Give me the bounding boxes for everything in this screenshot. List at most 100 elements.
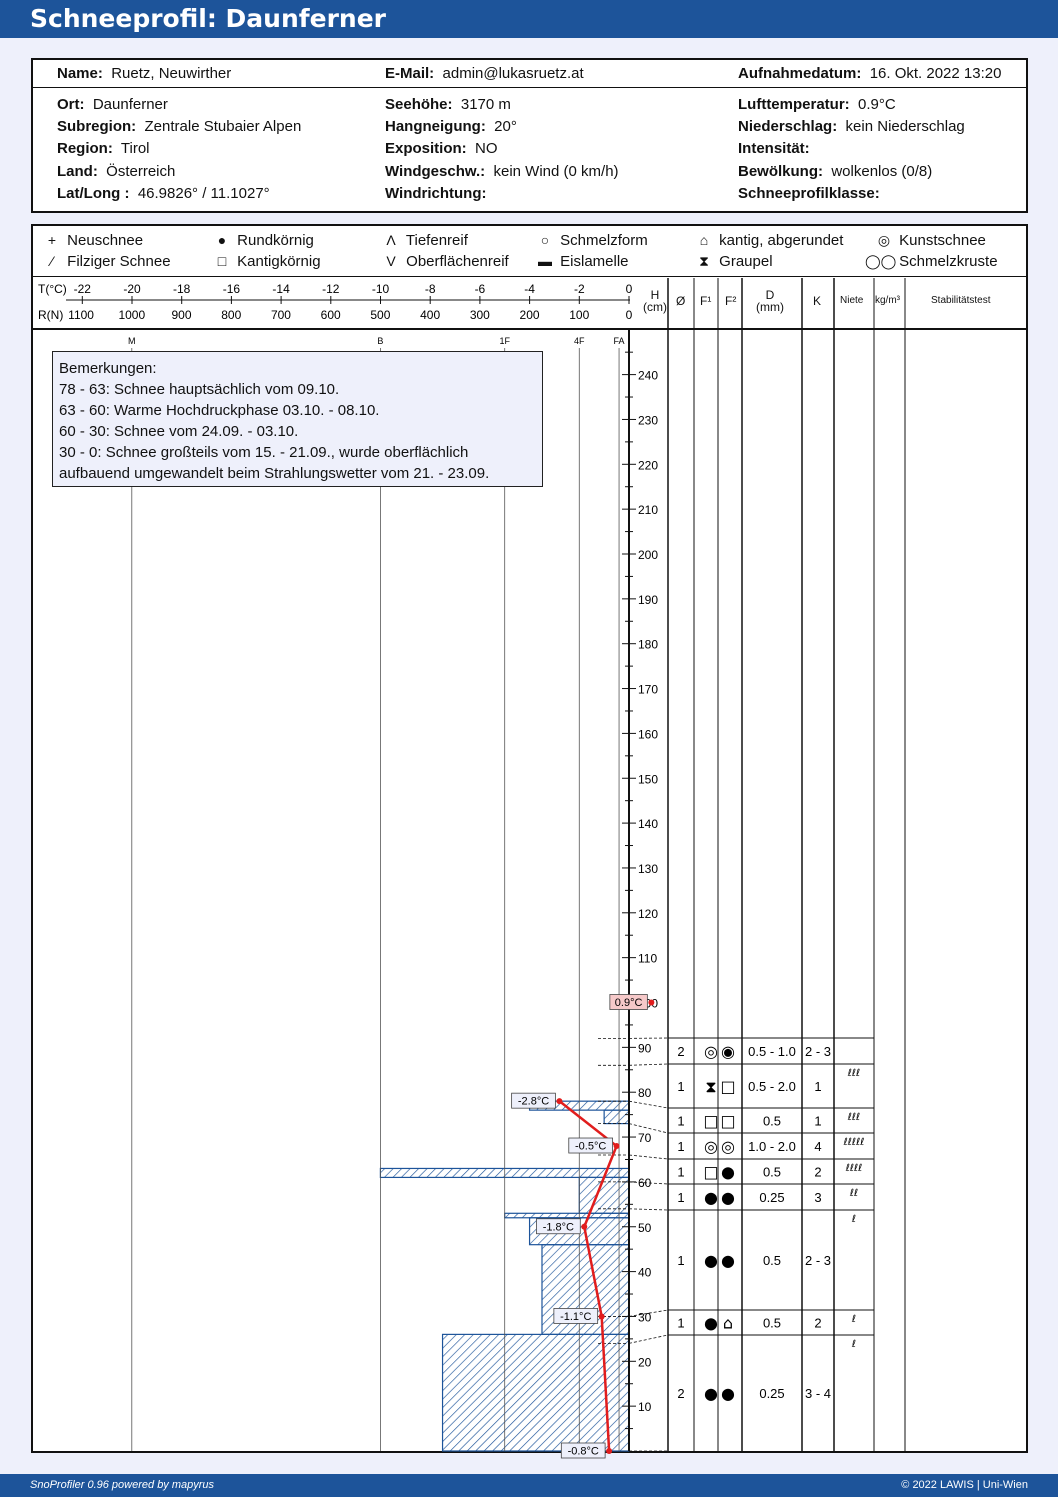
layer-connector — [628, 1123, 669, 1134]
subregion-field: Subregion: Zentrale Stubaier Alpen — [57, 118, 302, 135]
lufttemperatur-field: Lufttemperatur: 0.9°C — [738, 96, 896, 113]
layer-grain-form-2: □ — [720, 1112, 735, 1131]
height-tick-label: 70 — [638, 1131, 652, 1145]
layer-grain-size: 0.5 - 2.0 — [748, 1079, 796, 1094]
r-tick-label: 400 — [420, 308, 440, 322]
f1-header: F¹ — [700, 294, 712, 308]
hardness-label: 1F — [499, 336, 510, 346]
layer-grain-form-1: ● — [704, 1251, 718, 1270]
rundkoernig-icon: ● — [217, 232, 227, 248]
t-tick-label: -16 — [223, 282, 241, 296]
hardness-block — [603, 1109, 630, 1125]
layer-grain-size: 1.0 - 2.0 — [748, 1139, 796, 1154]
t-tick-label: 0 — [626, 282, 633, 296]
ort-field: Ort: Daunferner — [57, 96, 168, 113]
legend-item: Λ Tiefenreif — [380, 232, 468, 249]
layer-grain-form-2: ⌂ — [723, 1314, 733, 1333]
density-header: kg/m³ — [875, 295, 900, 306]
email-field: E-Mail: admin@lukasruetz.at — [385, 65, 584, 82]
layer-grain-size: 0.25 — [759, 1190, 784, 1205]
layer-grain-form-1: □ — [703, 1163, 718, 1182]
t-tick-label: -8 — [425, 282, 436, 296]
layer-grain-form-1: □ — [703, 1112, 718, 1131]
layer-hardness: 3 - 4 — [805, 1386, 831, 1401]
layer-niete: ℓ — [852, 1314, 856, 1325]
height-tick-label: 200 — [638, 548, 658, 562]
filziger-schnee-icon: ⁄ — [50, 253, 54, 269]
layer-hardness: 2 — [814, 1316, 821, 1331]
date-field: Aufnahmedatum: 16. Okt. 2022 13:20 — [738, 65, 1002, 82]
temperature-label-box — [609, 994, 648, 1010]
legend-item: ⌂ kantig, abgerundet — [693, 232, 844, 249]
layer-feuchte: 2 — [677, 1044, 684, 1059]
niederschlag-field: Niederschlag: kein Niederschlag — [738, 118, 965, 135]
page-title: Schneeprofil: Daunferner — [30, 4, 386, 33]
footer: SnoProfiler 0.96 powered by mapyrus © 20… — [0, 1474, 1058, 1497]
hardness-label: 4F — [574, 336, 585, 346]
layer-feuchte: 1 — [677, 1114, 684, 1129]
temperature-label: -1.8°C — [543, 1221, 574, 1233]
height-tick-label: 10 — [638, 1400, 652, 1414]
niete-header: Niete — [840, 295, 864, 306]
temperature-label-box — [511, 1092, 556, 1109]
layer-hardness: 2 - 3 — [805, 1253, 831, 1268]
height-tick-label: 230 — [638, 413, 658, 427]
r-tick-label: 200 — [520, 308, 540, 322]
layer-connector — [628, 1100, 669, 1109]
layer-grain-form-2: ◉ — [721, 1042, 735, 1061]
height-tick-label: 210 — [638, 503, 658, 517]
layer-grain-size: 0.5 — [763, 1316, 781, 1331]
layer-grain-form-2: ● — [721, 1251, 735, 1270]
layer-grain-form-1: ● — [704, 1188, 718, 1207]
neuschnee-icon: + — [47, 232, 57, 248]
legend-item: ▬ Eislamelle — [534, 253, 629, 270]
height-tick-label: 140 — [638, 817, 658, 831]
bewoelkung-field: Bewölkung: wolkenlos (0/8) — [738, 163, 933, 180]
layer-grain-form-1: ● — [704, 1384, 718, 1403]
layer-hardness: 2 - 3 — [805, 1044, 831, 1059]
layer-feuchte: 1 — [677, 1139, 684, 1154]
height-tick-label: 40 — [638, 1266, 652, 1280]
profilklasse-field: Schneeprofilklasse: — [738, 185, 880, 202]
remark-line: 78 - 63: Schnee hauptsächlich vom 09.10. — [59, 381, 340, 398]
footer-copyright: © 2022 LAWIS | Uni-Wien — [901, 1479, 1028, 1491]
layer-connector — [628, 1309, 669, 1317]
layer-niete: ℓℓ — [850, 1188, 858, 1199]
remark-line: 63 - 60: Warme Hochdruckphase 03.10. - 0… — [59, 402, 380, 419]
intensitaet-field: Intensität: — [738, 140, 810, 157]
layer-hardness: 1 — [814, 1079, 821, 1094]
r-axis-label: R(N) — [38, 308, 63, 322]
height-tick-label: 130 — [638, 862, 658, 876]
eislamelle-icon: ▬ — [538, 253, 552, 269]
f2-header: F² — [725, 294, 737, 308]
t-tick-label: -4 — [524, 282, 535, 296]
layer-feuchte: 1 — [677, 1165, 684, 1180]
title-bar: Schneeprofil: Daunferner — [0, 0, 1058, 38]
name-field: Name: Ruetz, Neuwirther — [57, 65, 232, 82]
remark-line: 30 - 0: Schnee großteils vom 15. - 21.09… — [59, 444, 469, 461]
layer-grain-form-2: ● — [721, 1163, 735, 1182]
t-tick-label: -18 — [173, 282, 191, 296]
legend-item: ◎ Kunstschnee — [873, 232, 986, 249]
layer-grain-size: 0.5 — [763, 1114, 781, 1129]
t-tick-label: -22 — [74, 282, 92, 296]
region-field: Region: Tirol — [57, 140, 150, 157]
hangneigung-field: Hangneigung: 20° — [385, 118, 517, 135]
t-tick-label: -12 — [322, 282, 340, 296]
tiefenreif-icon: Λ — [386, 232, 396, 248]
temperature-point — [556, 1098, 563, 1105]
height-tick-label: 150 — [638, 772, 658, 786]
hardness-block — [578, 1176, 630, 1214]
exposition-field: Exposition: NO — [385, 140, 498, 157]
height-tick-label: 170 — [638, 683, 658, 697]
land-field: Land: Österreich — [57, 163, 176, 180]
r-tick-label: 0 — [626, 308, 633, 322]
layer-connector — [628, 1063, 669, 1066]
layer-grain-form-1: ◎ — [704, 1137, 718, 1156]
r-tick-label: 500 — [370, 308, 390, 322]
layer-hardness: 1 — [814, 1114, 821, 1129]
height-tick-label: 50 — [638, 1221, 652, 1235]
r-tick-label: 1100 — [68, 308, 94, 322]
legend-item: □ Kantigkörnig — [211, 253, 321, 270]
kunstschnee-icon: ◎ — [877, 232, 891, 248]
